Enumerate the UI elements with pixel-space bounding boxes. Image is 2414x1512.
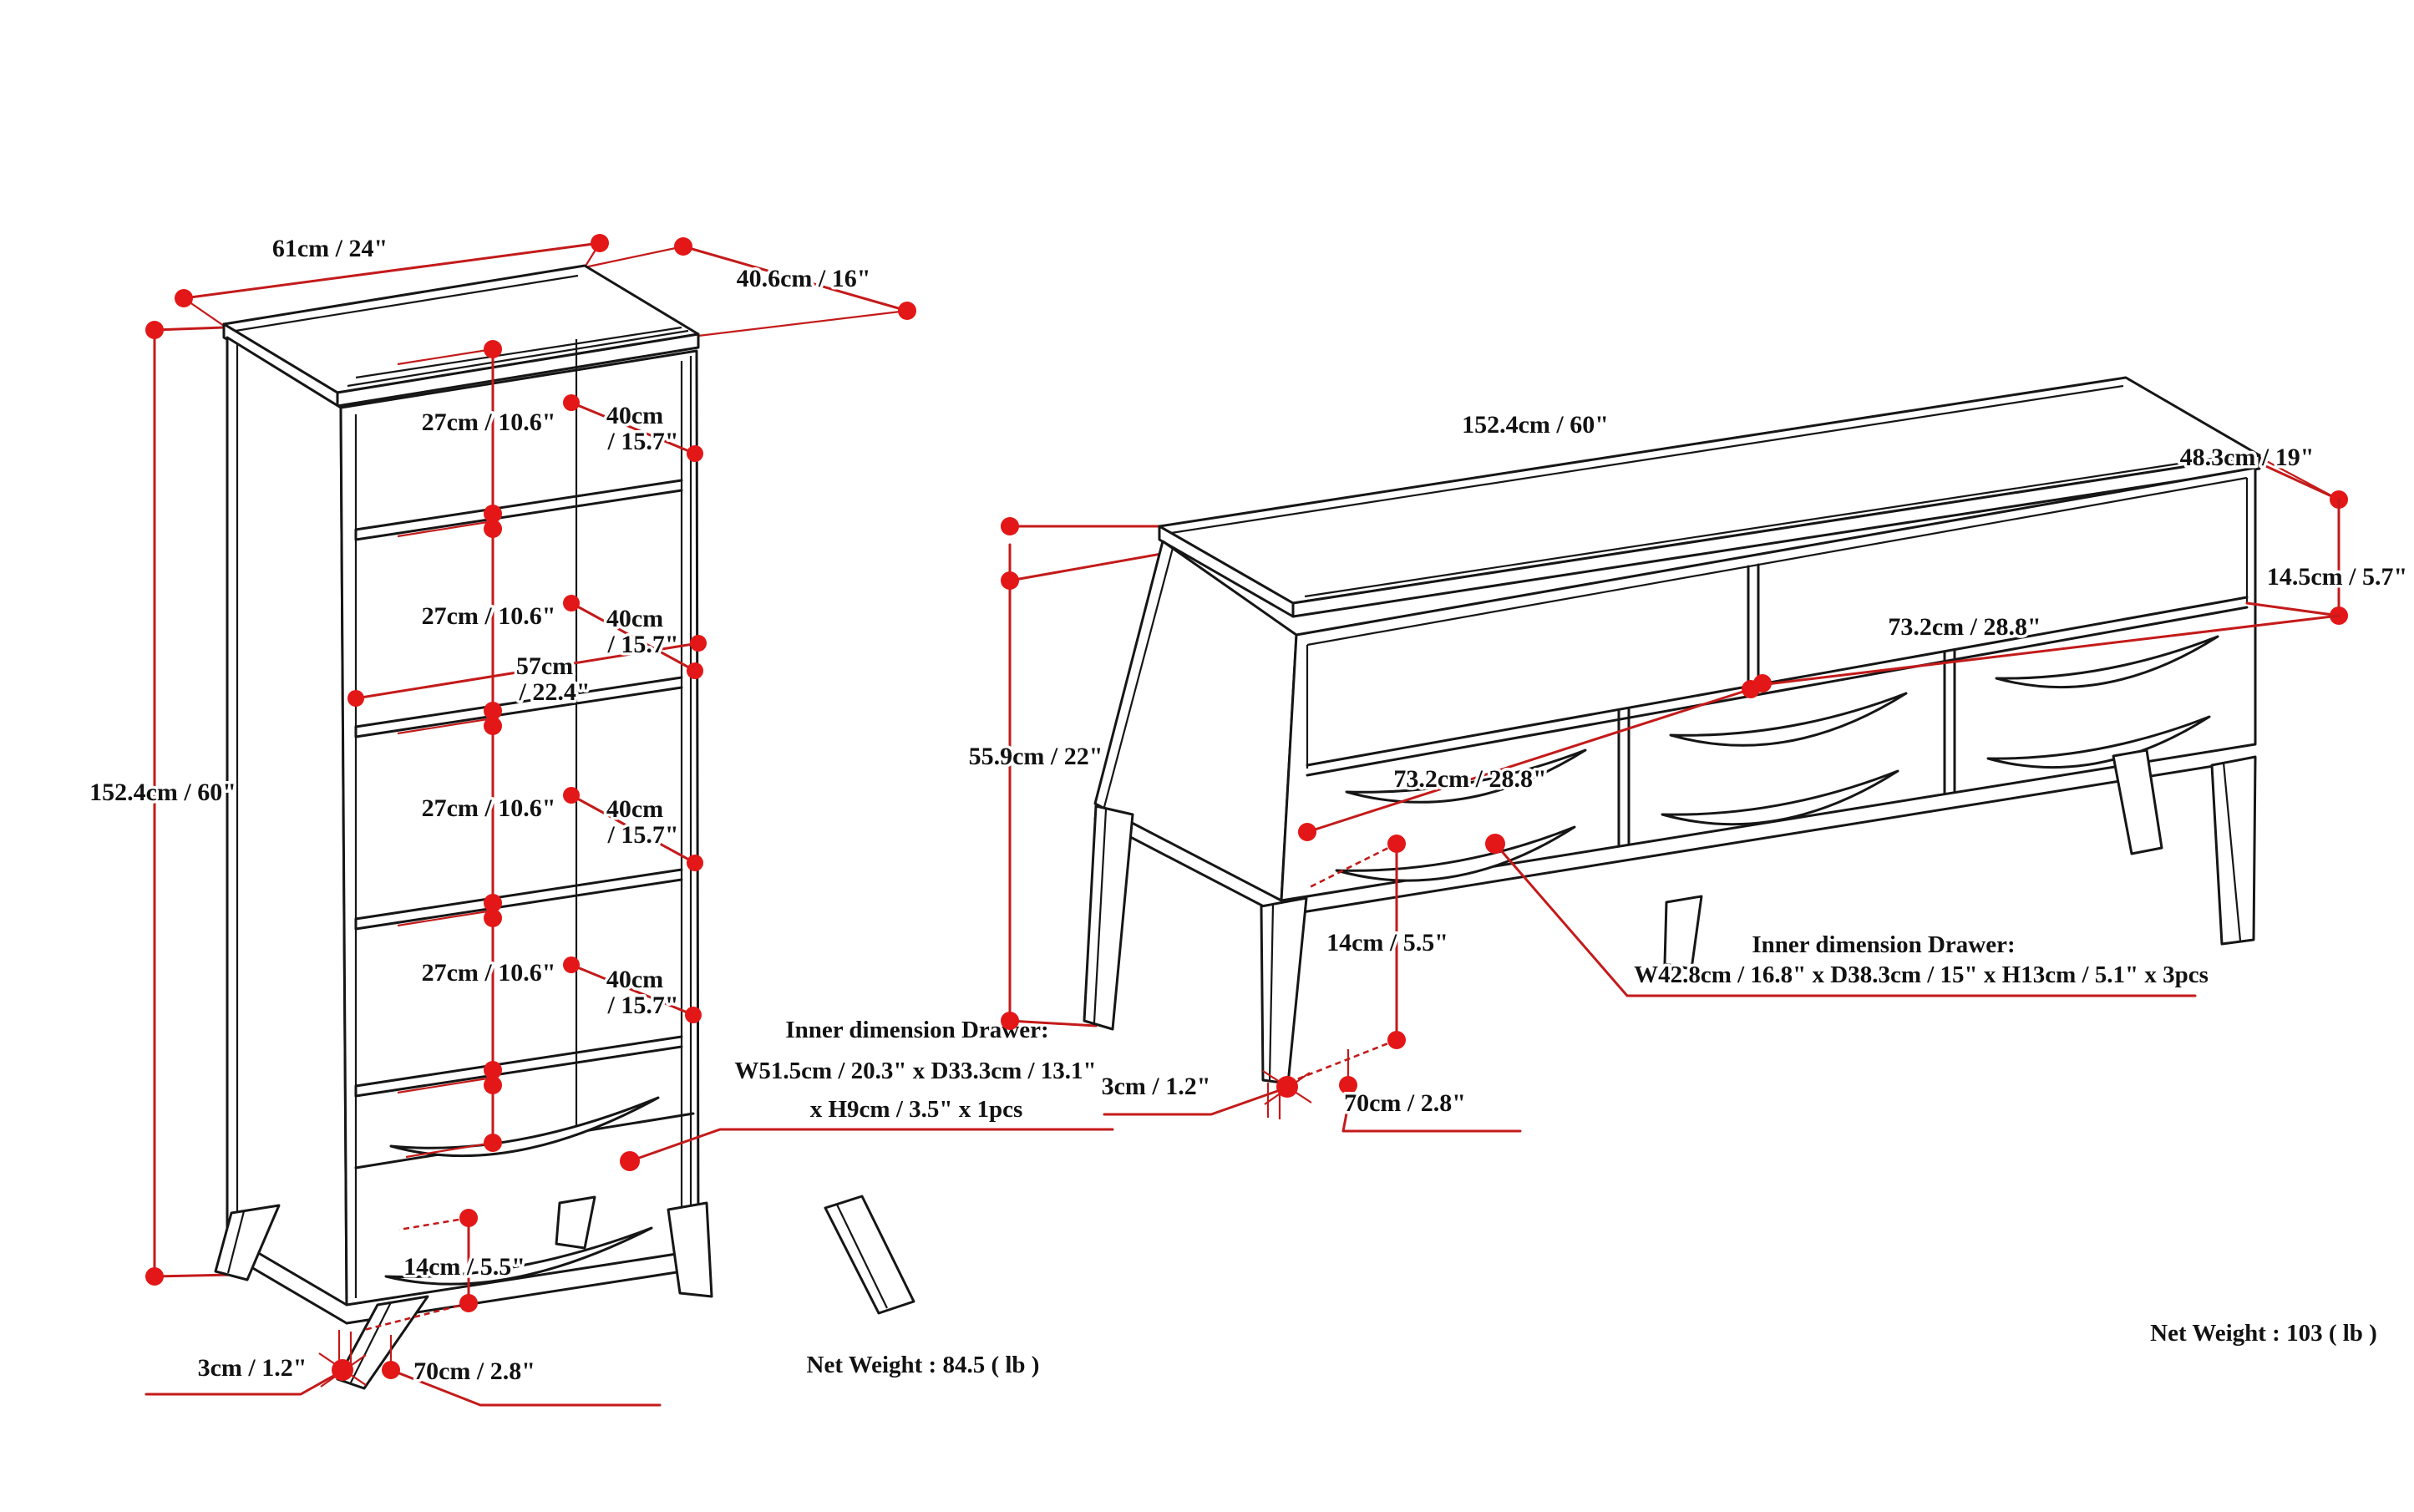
bookcase-depth40-label-4a: 40cm <box>606 966 663 993</box>
bookcase-shelf-3 <box>354 868 683 931</box>
bookcase-compartment-height-label-4: 27cm / 10.6" <box>422 959 556 987</box>
tv-drawer-note-line1: W42.8cm / 16.8" x D38.3cm / 15" x H13cm … <box>1634 961 2209 988</box>
bookcase-shelf-1 <box>354 479 683 541</box>
bookcase-leg-front-right <box>667 1201 713 1298</box>
bookcase-front-face <box>339 326 700 1307</box>
tv-stand-diagram: 152.4cm / 60" 48.3cm / 19" 14.5cm / 5.7"… <box>966 376 2411 1350</box>
bookcase-leg-rear-right <box>824 1195 915 1315</box>
bookcase-leg-height-dimension <box>363 1209 478 1332</box>
tv-drawer-dividers <box>1617 649 1956 848</box>
bookcase-foot-width-label: 3cm / 1.2" <box>198 1354 307 1382</box>
tv-top-panel <box>1158 376 2261 618</box>
bookcase-depth40-label-1b: / 15.7" <box>607 428 679 455</box>
bookcase-depth40-label-3b: / 15.7" <box>607 821 679 849</box>
bookcase-drawer-callout <box>620 1128 1114 1171</box>
tv-drawer-callout <box>1485 834 2197 997</box>
bookcase-diagram: 61cm / 24" 40.6cm / 16" 152.4cm / 60" 27… <box>87 232 1114 1407</box>
bookcase-width-label: 61cm / 24" <box>272 235 388 262</box>
tv-foot-dimensions <box>1103 1049 1522 1133</box>
bookcase-depth40-label-2a: 40cm <box>606 605 663 632</box>
tv-leg-front-right <box>2210 755 2257 946</box>
bookcase-leg-rear-center <box>555 1195 596 1250</box>
bookcase-leg-front-left <box>214 1204 281 1281</box>
tv-leg-rear-middle <box>1663 895 1703 971</box>
bookcase-drawer-note-line1: W51.5cm / 20.3" x D33.3cm / 13.1" <box>734 1058 1096 1084</box>
bookcase-inner-width-label-b: / 22.4" <box>519 678 591 706</box>
bookcase-depth-label: 40.6cm / 16" <box>737 265 871 292</box>
tv-depth-label: 48.3cm / 19" <box>2180 444 2315 471</box>
bookcase-depth40-label-2b: / 15.7" <box>607 631 679 658</box>
bookcase-compartment-height-label-2: 27cm / 10.6" <box>422 602 556 630</box>
bookcase-drawer-note-title: Inner dimension Drawer: <box>785 1017 1048 1043</box>
tv-drawer-note-title: Inner dimension Drawer: <box>1752 931 2015 958</box>
bookcase-depth40-label-3a: 40cm <box>606 795 663 823</box>
bookcase-foot-depth-label: 70cm / 2.8" <box>413 1357 535 1385</box>
tv-shelf-height-dimension <box>2245 498 2348 625</box>
tv-shelf-width-dimensions <box>1298 614 2340 841</box>
tv-foot-depth-label: 70cm / 2.8" <box>1344 1089 1466 1117</box>
tv-leg-front-left <box>1260 896 1308 1085</box>
tv-leg-height-label: 14cm / 5.5" <box>1326 929 1448 956</box>
bookcase-drawer-note-line2: x H9cm / 3.5" x 1pcs <box>810 1096 1023 1123</box>
tv-leg-height-dimension <box>1290 835 1406 1083</box>
bookcase-net-weight: Net Weight : 84.5 ( lb ) <box>807 1352 1040 1378</box>
tv-shelf-width-label-left: 73.2cm / 28.8" <box>1393 765 1546 793</box>
tv-shelf-height-label: 14.5cm / 5.7" <box>2267 563 2407 591</box>
tv-shelf-width-label-right: 73.2cm / 28.8" <box>1888 613 2041 641</box>
bookcase-height-dimension <box>145 321 236 1286</box>
bookcase-compartment-height-label-3: 27cm / 10.6" <box>422 794 556 822</box>
bookcase-compartment-dimension-chain <box>397 340 502 1159</box>
bookcase-shelf-4 <box>354 1035 683 1098</box>
bookcase-depth40-label-1a: 40cm <box>606 402 663 429</box>
bookcase-depth40-label-4b: / 15.7" <box>607 992 679 1019</box>
bookcase-height-label: 152.4cm / 60" <box>89 779 236 806</box>
tv-leg-rear-right <box>2112 748 2163 855</box>
bookcase-leg-height-label: 14cm / 5.5" <box>403 1253 525 1281</box>
tv-drawer-handles <box>1335 635 2219 882</box>
tv-height-dimension <box>1001 517 1163 1030</box>
tv-width-label: 152.4cm / 60" <box>1462 411 1609 439</box>
bookcase-compartment-height-label-1: 27cm / 10.6" <box>422 408 556 436</box>
bookcase-side-panel <box>226 336 348 1307</box>
bookcase-depth-dimension <box>584 237 916 337</box>
tv-net-weight: Net Weight : 103 ( lb ) <box>2150 1320 2377 1347</box>
tv-height-label: 55.9cm / 22" <box>969 743 1103 770</box>
bookcase-width-dimension <box>175 234 609 327</box>
bookcase-shelf-depth-dimensions <box>563 394 703 1023</box>
tv-leg-rear-left <box>1083 804 1134 1031</box>
tv-foot-width-label: 3cm / 1.2" <box>1102 1073 1211 1100</box>
bookcase-foot-dimensions <box>145 1330 662 1407</box>
bookcase-shelf-2 <box>354 676 683 738</box>
bookcase-inner-width-label-a: 57cm <box>516 652 573 680</box>
tv-open-shelf <box>1306 563 2249 777</box>
bookcase-inner-width-dimension <box>347 635 707 707</box>
